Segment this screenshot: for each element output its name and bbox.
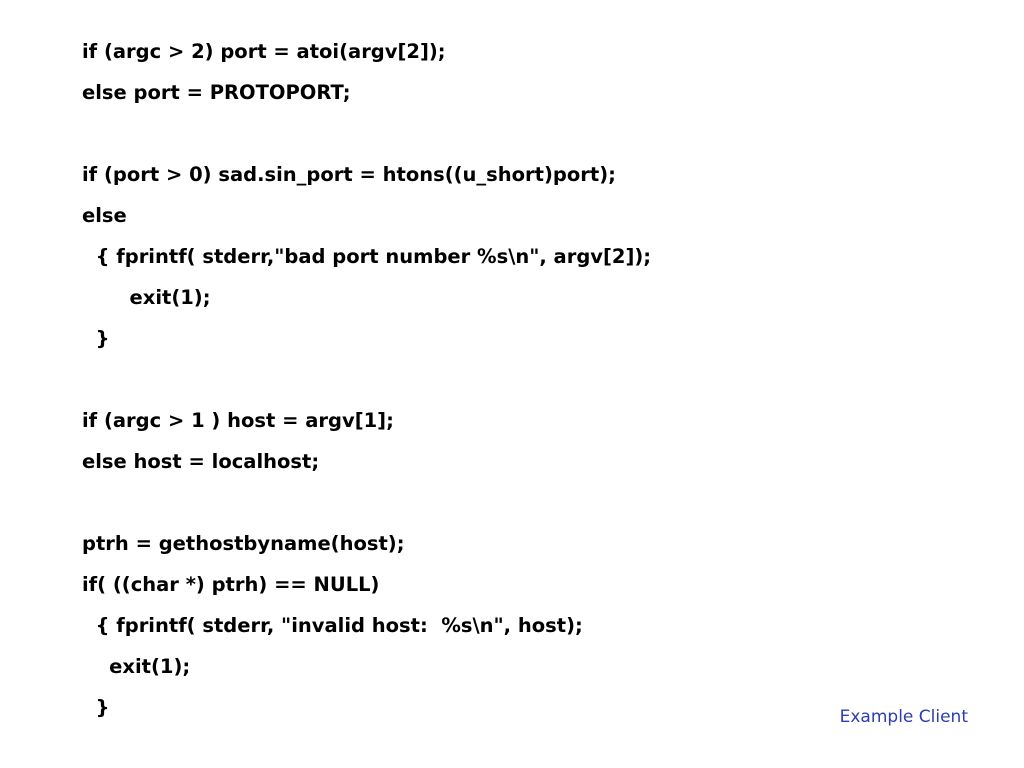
code-line: ptrh = gethostbyname(host); [82,532,405,555]
code-line: else port = PROTOPORT; [82,81,351,104]
code-line: if (argc > 2) port = atoi(argv[2]); [82,40,446,63]
code-line: { fprintf( stderr,"bad port number %s\n"… [82,245,652,268]
code-line: if( ((char *) ptrh) == NULL) [82,573,380,596]
code-line: } [82,696,110,719]
footer-label: Example Client [839,707,968,727]
code-line: { fprintf( stderr, "invalid host: %s\n",… [82,614,583,637]
code-line: exit(1); [82,286,211,309]
code-line: } [82,327,110,350]
code-line: if (argc > 1 ) host = argv[1]; [82,409,394,432]
code-line: exit(1); [82,655,191,678]
code-line: else host = localhost; [82,450,320,473]
code-line: else [82,204,127,227]
code-line: if (port > 0) sad.sin_port = htons((u_sh… [82,163,616,186]
